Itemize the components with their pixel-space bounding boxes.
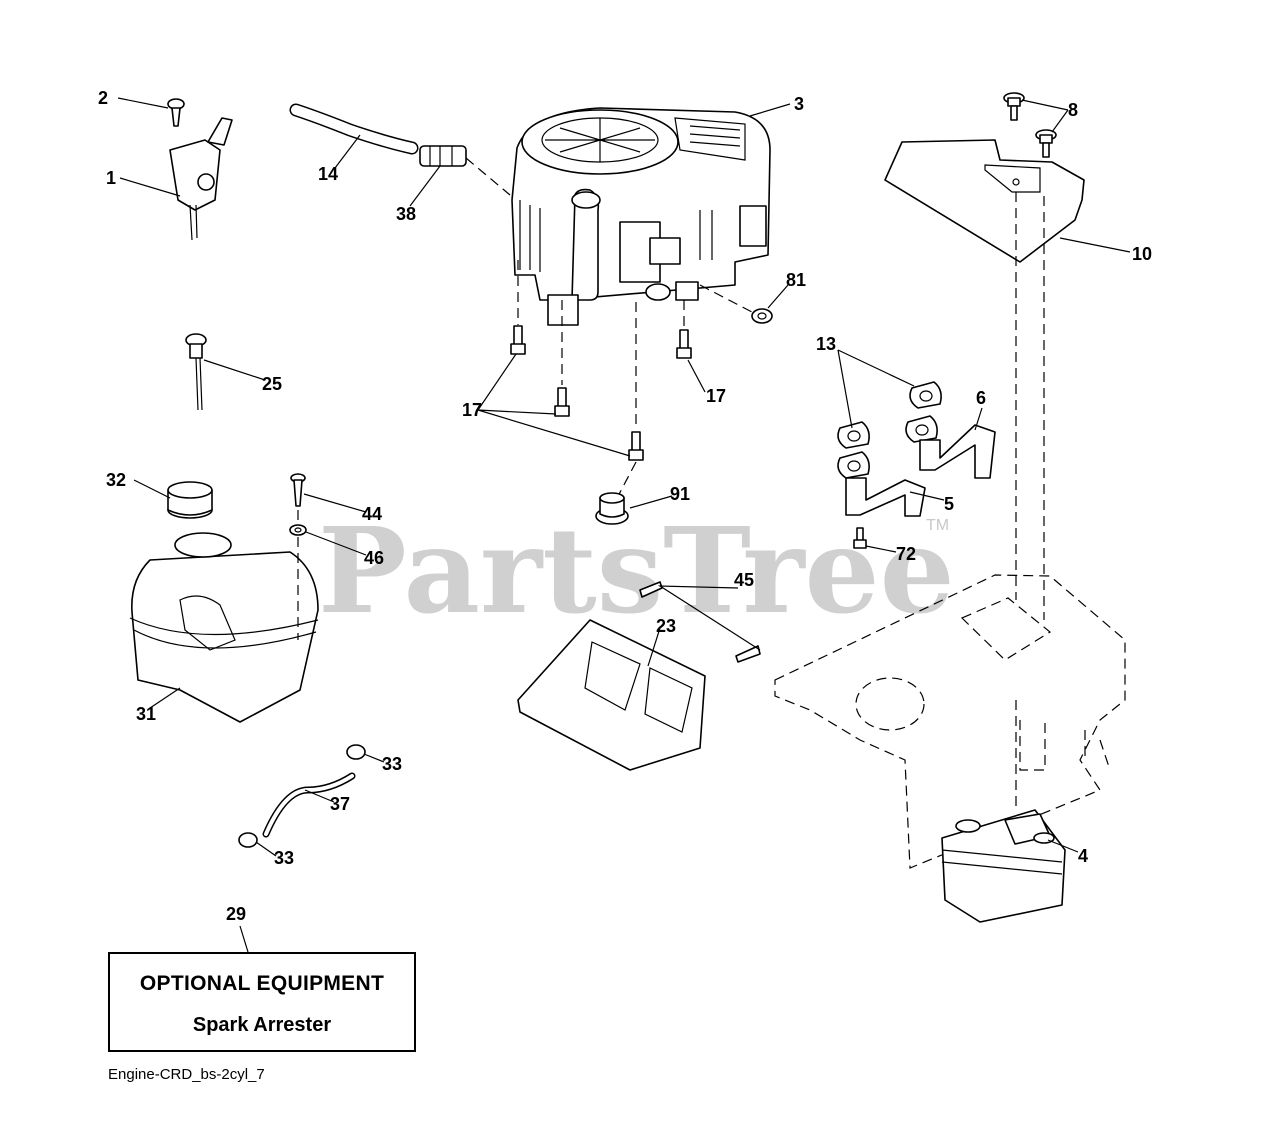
screw-part-44[interactable] <box>290 473 306 507</box>
exhaust-pipe-part-6[interactable] <box>919 424 996 479</box>
screws-part-8[interactable] <box>1003 92 1057 158</box>
watermark-logo: PartsTree <box>318 501 955 640</box>
callout-4: 4 <box>1078 846 1088 866</box>
clamp-part-33-top[interactable] <box>346 744 366 760</box>
callout-38: 38 <box>396 204 416 224</box>
callout-91: 91 <box>670 484 690 504</box>
callout-17-right: 17 <box>706 386 726 406</box>
muffler-part-4[interactable] <box>941 809 1066 923</box>
callout-labels: 2 1 3 8 10 14 38 81 13 6 5 72 25 17 17 9… <box>98 88 1152 924</box>
callout-46: 46 <box>364 548 384 568</box>
callout-37: 37 <box>330 794 350 814</box>
callout-23: 23 <box>656 616 676 636</box>
callout-45: 45 <box>734 570 754 590</box>
callout-3: 3 <box>794 94 804 114</box>
washer-part-46[interactable] <box>289 524 307 536</box>
frame-outline <box>774 574 1126 869</box>
callout-17-left: 17 <box>462 400 482 420</box>
leader-lines <box>117 97 1131 953</box>
callout-8: 8 <box>1068 100 1078 120</box>
screw-part-2[interactable] <box>167 98 185 127</box>
fuel-tank-part-31[interactable] <box>129 532 319 723</box>
fuel-filter-part-38[interactable] <box>419 145 467 167</box>
callout-5: 5 <box>944 494 954 514</box>
callout-44: 44 <box>362 504 382 524</box>
callout-6: 6 <box>976 388 986 408</box>
optional-equipment-title: OPTIONAL EQUIPMENT <box>139 972 385 995</box>
optional-equipment-box: OPTIONAL EQUIPMENT Spark Arrester <box>108 952 416 1052</box>
callout-29: 29 <box>226 904 246 924</box>
callout-31: 31 <box>136 704 156 724</box>
gaskets-part-13[interactable] <box>837 381 942 479</box>
callout-14: 14 <box>318 164 338 184</box>
callout-1: 1 <box>106 168 116 188</box>
exhaust-pipe-part-5[interactable] <box>845 477 926 517</box>
callout-33-top: 33 <box>382 754 402 774</box>
clamp-part-33-bottom[interactable] <box>238 832 258 848</box>
watermark-trademark: TM <box>926 517 949 534</box>
callout-2: 2 <box>98 88 108 108</box>
callout-32: 32 <box>106 470 126 490</box>
callout-72: 72 <box>896 544 916 564</box>
callout-81: 81 <box>786 270 806 290</box>
heat-shield-part-23[interactable] <box>517 619 706 771</box>
bolts-part-17[interactable] <box>510 325 692 461</box>
bolt-part-72[interactable] <box>853 527 867 549</box>
callout-10: 10 <box>1132 244 1152 264</box>
dipstick-part-25[interactable] <box>185 333 207 411</box>
nut-part-81[interactable] <box>751 308 773 324</box>
bolts-part-45[interactable] <box>639 581 761 663</box>
throttle-control-part-1[interactable] <box>169 117 233 241</box>
diagram-reference: Engine-CRD_bs-2cyl_7 <box>108 1066 265 1083</box>
engine-part-3[interactable] <box>511 107 771 326</box>
callout-25: 25 <box>262 374 282 394</box>
callout-33-bottom: 33 <box>274 848 294 868</box>
optional-equipment-item: Spark Arrester <box>192 1014 332 1036</box>
fuel-cap-part-32[interactable] <box>167 481 213 519</box>
callout-13: 13 <box>816 334 836 354</box>
plate-part-10[interactable] <box>884 139 1085 263</box>
spacer-part-91[interactable] <box>595 492 629 525</box>
